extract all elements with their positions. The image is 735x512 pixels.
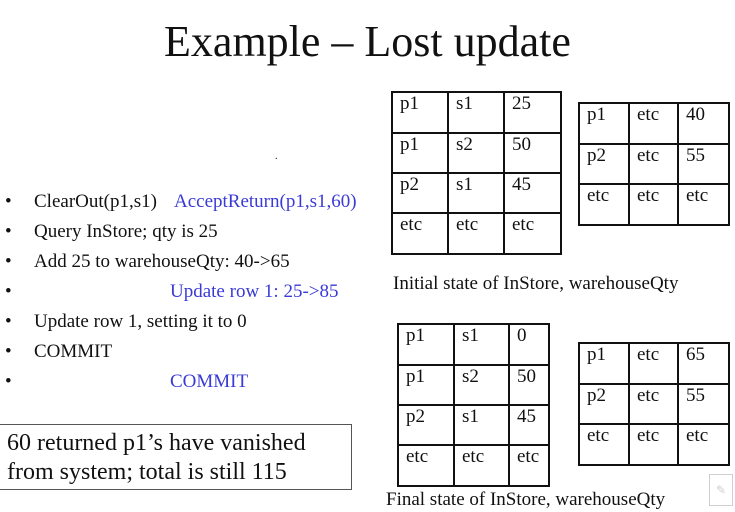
- stray-dot: .: [275, 151, 278, 162]
- table-cell: etc: [391, 212, 449, 255]
- initial-state-caption: Initial state of InStore, warehouseQty: [393, 273, 679, 294]
- step-text-right: Update row 1: 25->85: [170, 281, 339, 302]
- initial-warehouse-table: p1 etc 40 p2 etc 55 etc etc etc: [578, 102, 730, 226]
- step-text-left: COMMIT: [34, 341, 113, 362]
- table-cell: 40: [677, 102, 730, 145]
- table-row: p1 s2 50: [391, 132, 562, 174]
- table-cell: p2: [391, 172, 449, 214]
- step-text-right: COMMIT: [170, 371, 249, 392]
- table-cell: etc: [628, 423, 679, 466]
- table-cell: s2: [447, 132, 505, 174]
- table-cell: etc: [677, 183, 730, 226]
- table-cell: p2: [578, 383, 630, 425]
- table-row: etc etc etc: [578, 183, 730, 226]
- table-cell: s1: [453, 404, 510, 446]
- table-cell: p1: [391, 91, 449, 134]
- table-cell: p1: [578, 102, 630, 145]
- step-text-left: Update row 1, setting it to 0: [34, 311, 247, 332]
- table-cell: etc: [628, 383, 679, 425]
- table-row: p2 etc 55: [578, 383, 730, 425]
- table-cell: p1: [397, 364, 455, 406]
- table-row: p1 etc 40: [578, 102, 730, 145]
- initial-instore-table: p1 s1 25 p1 s2 50 p2 s1 45 etc etc etc: [391, 91, 562, 255]
- table-cell: etc: [453, 444, 510, 487]
- table-cell: etc: [628, 102, 679, 145]
- table-cell: 45: [503, 172, 562, 214]
- table-row: p1 s1 25: [391, 91, 562, 134]
- table-cell: 45: [508, 404, 550, 446]
- table-cell: etc: [628, 143, 679, 185]
- table-cell: etc: [447, 212, 505, 255]
- final-state-caption: Final state of InStore, warehouseQty: [386, 489, 666, 510]
- table-row: p2 s1 45: [397, 404, 550, 446]
- table-row: etc etc etc: [397, 444, 550, 487]
- table-row: p2 s1 45: [391, 172, 562, 214]
- table-cell: 55: [677, 383, 730, 425]
- table-row: etc etc etc: [578, 423, 730, 466]
- bullet-icon: •: [5, 371, 12, 392]
- table-row: etc etc etc: [391, 212, 562, 255]
- table-cell: 55: [677, 143, 730, 185]
- bullet-icon: •: [5, 251, 12, 272]
- table-cell: etc: [397, 444, 455, 487]
- bullet-icon: •: [5, 281, 12, 302]
- table-cell: s1: [453, 323, 510, 366]
- callout-line: 60 returned p1’s have vanished: [7, 430, 306, 456]
- bullet-icon: •: [5, 341, 12, 362]
- table-cell: 0: [508, 323, 550, 366]
- table-row: p1 s2 50: [397, 364, 550, 406]
- callout-line: from system; total is still 115: [7, 459, 287, 485]
- watermark-logo-icon: ✎: [709, 474, 733, 506]
- table-cell: etc: [628, 342, 679, 385]
- table-cell: p1: [397, 323, 455, 366]
- table-cell: 50: [508, 364, 550, 406]
- table-cell: etc: [503, 212, 562, 255]
- table-cell: etc: [578, 183, 630, 226]
- table-cell: p2: [578, 143, 630, 185]
- step-text-left: Add 25 to warehouseQty: 40->65: [34, 251, 290, 272]
- bullet-icon: •: [5, 311, 12, 332]
- slide-title: Example – Lost update: [164, 17, 571, 66]
- bullet-icon: •: [5, 191, 12, 212]
- table-cell: p1: [391, 132, 449, 174]
- step-text-left: ClearOut(p1,s1): [34, 191, 157, 212]
- table-cell: s2: [453, 364, 510, 406]
- table-cell: p2: [397, 404, 455, 446]
- bullet-icon: •: [5, 221, 12, 242]
- table-cell: s1: [447, 91, 505, 134]
- final-warehouse-table: p1 etc 65 p2 etc 55 etc etc etc: [578, 342, 730, 466]
- step-text-right: AcceptReturn(p1,s1,60): [174, 191, 357, 212]
- table-cell: 50: [503, 132, 562, 174]
- table-cell: p1: [578, 342, 630, 385]
- table-cell: etc: [578, 423, 630, 466]
- table-cell: 65: [677, 342, 730, 385]
- table-cell: etc: [677, 423, 730, 466]
- final-instore-table: p1 s1 0 p1 s2 50 p2 s1 45 etc etc etc: [397, 323, 550, 487]
- table-row: p1 etc 65: [578, 342, 730, 385]
- table-cell: etc: [508, 444, 550, 487]
- table-row: p1 s1 0: [397, 323, 550, 366]
- table-cell: s1: [447, 172, 505, 214]
- step-text-left: Query InStore; qty is 25: [34, 221, 218, 242]
- table-cell: etc: [628, 183, 679, 226]
- table-row: p2 etc 55: [578, 143, 730, 185]
- lost-update-callout: 60 returned p1’s have vanished from syst…: [0, 424, 352, 490]
- table-cell: 25: [503, 91, 562, 134]
